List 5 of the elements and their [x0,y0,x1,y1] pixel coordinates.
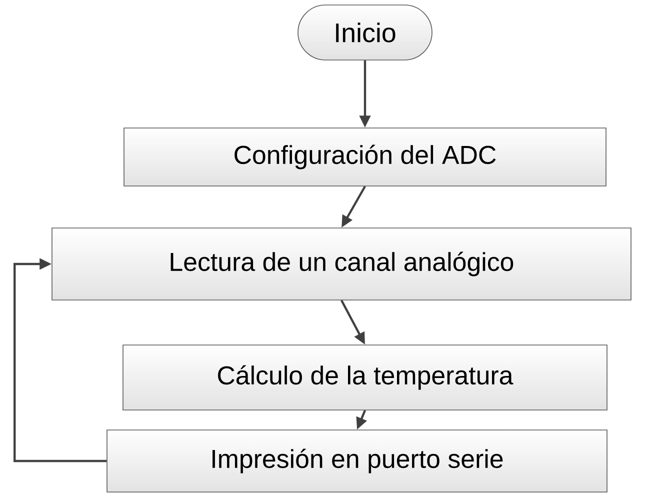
process-box: Impresión en puerto serie [106,430,608,492]
process-box: Configuración del ADC [124,128,606,186]
process-box: Cálculo de la temperatura [122,344,608,410]
arrow [14,258,107,462]
process-box: Lectura de un canal analógico [52,228,632,300]
